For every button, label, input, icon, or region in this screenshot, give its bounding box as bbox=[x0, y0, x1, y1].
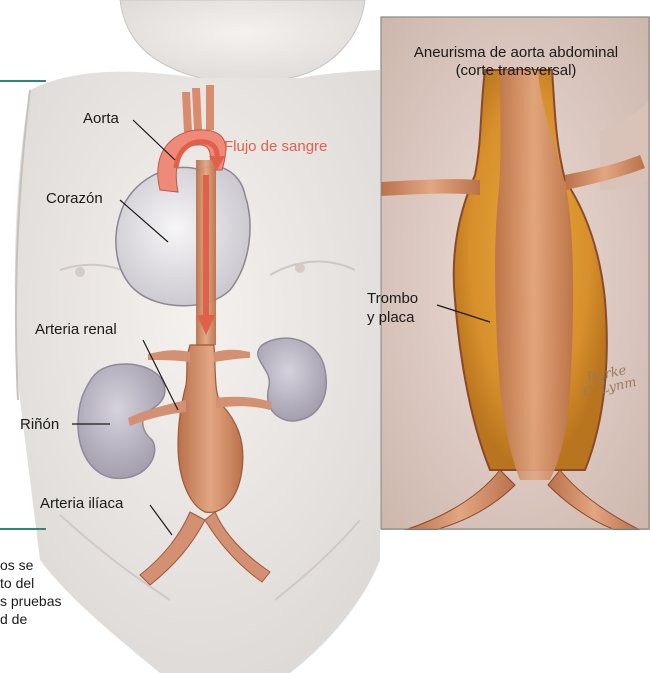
label-aorta: Aorta bbox=[83, 110, 120, 127]
aneurysm-inset bbox=[381, 17, 650, 530]
label-thrombus-line1: Trombo bbox=[367, 290, 418, 307]
accent-rule-top bbox=[0, 80, 46, 82]
label-heart: Corazón bbox=[46, 190, 103, 207]
label-blood-flow: Flujo de sangre bbox=[224, 138, 327, 155]
side-text-line: to del bbox=[0, 575, 34, 591]
label-iliac-artery: Arteria ilíaca bbox=[40, 495, 124, 512]
heart bbox=[116, 166, 250, 306]
accent-rule-bottom bbox=[0, 528, 46, 530]
inset-title-line2: (corte transversal) bbox=[456, 62, 577, 79]
label-renal-artery: Arteria renal bbox=[35, 321, 117, 338]
side-text-line: s pruebas bbox=[0, 593, 61, 609]
blood-flow-arrow-shaft bbox=[203, 175, 209, 317]
side-text-line: d de bbox=[0, 611, 27, 627]
label-kidney: Riñón bbox=[20, 416, 59, 433]
label-thrombus-line2: y placa bbox=[367, 309, 415, 326]
inset-title-line1: Aneurisma de aorta abdominal bbox=[414, 44, 618, 61]
side-text-line: os se bbox=[0, 557, 34, 573]
